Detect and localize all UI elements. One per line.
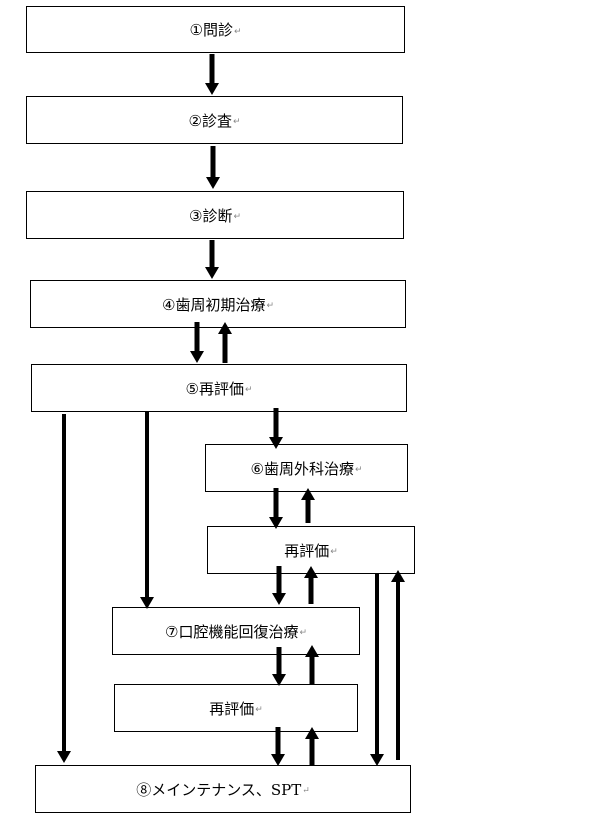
node-reevaluation-5: ⑤再評価↵ xyxy=(31,364,407,412)
arrow-shaft xyxy=(62,414,66,751)
arrow-shaft xyxy=(209,240,215,267)
arrow-interview-to-examination xyxy=(205,54,219,95)
paragraph-mark-icon: ↵ xyxy=(354,465,363,475)
arrow-reevaluation-to-surgery-back xyxy=(301,488,315,523)
arrow-reevaluation6-to-oral-function xyxy=(272,566,286,605)
arrow-head-icon xyxy=(272,674,286,686)
arrow-diagnosis-to-initial-therapy xyxy=(205,240,219,279)
node-reevaluation-7: 再評価↵ xyxy=(114,684,358,732)
paragraph-mark-icon: ↵ xyxy=(244,385,253,395)
arrow-head-icon xyxy=(269,517,283,529)
arrow-shaft xyxy=(305,500,311,523)
arrow-shaft xyxy=(276,647,282,674)
arrow-head-icon xyxy=(269,437,283,449)
paragraph-mark-icon: ↵ xyxy=(233,212,241,222)
paragraph-mark-icon: ↵ xyxy=(232,117,241,127)
arrow-head-icon xyxy=(391,570,405,582)
paragraph-mark-icon: ↵ xyxy=(299,628,307,638)
arrow-head-icon xyxy=(205,83,219,95)
arrow-examination-to-diagnosis xyxy=(206,146,220,189)
node-label: ⑥歯周外科治療 xyxy=(250,459,354,478)
arrow-reevaluation-to-maintenance xyxy=(57,414,71,763)
arrow-shaft xyxy=(273,408,279,437)
arrow-shaft xyxy=(308,578,314,604)
arrow-shaft xyxy=(275,727,281,754)
node-examination: ②診査↵ xyxy=(26,96,403,144)
arrow-head-icon xyxy=(304,566,318,578)
node-oral-function-rehabilitation: ⑦口腔機能回復治療↵ xyxy=(112,607,360,655)
arrow-initial-therapy-to-reevaluation xyxy=(190,322,204,363)
arrow-head-icon xyxy=(57,751,71,763)
arrow-reevaluation7-to-oral-function xyxy=(305,645,319,684)
node-label: ④歯周初期治療 xyxy=(162,295,266,314)
arrow-head-icon xyxy=(205,267,219,279)
arrow-head-icon xyxy=(272,593,286,605)
arrow-head-icon xyxy=(140,597,154,609)
arrow-reevaluation6-to-maintenance xyxy=(370,574,384,766)
arrow-maintenance-to-reevaluation7 xyxy=(305,727,319,766)
node-label: ⑤再評価 xyxy=(185,379,244,398)
node-label: ⑧メインテナンス、SPT xyxy=(136,780,302,799)
arrow-shaft xyxy=(276,566,282,593)
paragraph-mark-icon: ↵ xyxy=(302,786,310,796)
arrow-reevaluation-to-oral-function xyxy=(140,412,154,609)
arrow-shaft xyxy=(145,412,149,597)
arrow-reevaluation-to-initial-therapy xyxy=(218,322,232,363)
node-maintenance-spt: ⑧メインテナンス、SPT↵ xyxy=(35,765,411,813)
arrow-shaft xyxy=(396,582,400,760)
arrow-reevaluation-to-surgery xyxy=(269,408,283,449)
paragraph-mark-icon: ↵ xyxy=(233,26,242,37)
node-periodontal-surgery: ⑥歯周外科治療↵ xyxy=(205,444,408,492)
node-label: 再評価 xyxy=(209,699,255,718)
arrow-head-icon xyxy=(271,754,285,766)
arrow-head-icon xyxy=(190,351,204,363)
node-initial-periodontal-therapy: ④歯周初期治療↵ xyxy=(30,280,406,328)
node-label: ③診断 xyxy=(189,206,233,225)
arrow-oral-function-to-reevaluation6 xyxy=(304,566,318,604)
paragraph-mark-icon: ↵ xyxy=(330,547,338,557)
arrow-head-icon xyxy=(370,754,384,766)
node-label: 再評価 xyxy=(284,541,330,560)
arrow-shaft xyxy=(222,334,228,363)
paragraph-mark-icon: ↵ xyxy=(255,705,263,715)
arrow-surgery-to-reevaluation xyxy=(269,488,283,529)
arrow-head-icon xyxy=(301,488,315,500)
arrow-reevaluation7-to-maintenance xyxy=(271,727,285,766)
node-label: ②診査 xyxy=(188,111,232,130)
node-diagnosis: ③診断↵ xyxy=(26,191,404,239)
arrow-shaft xyxy=(194,322,200,351)
arrow-shaft xyxy=(209,54,215,83)
node-interview: ①問診↵ xyxy=(26,6,405,53)
arrow-shaft xyxy=(375,574,379,754)
arrow-shaft xyxy=(210,146,216,177)
paragraph-mark-icon: ↵ xyxy=(266,301,274,311)
arrow-head-icon xyxy=(218,322,232,334)
arrow-oral-function-to-reevaluation7 xyxy=(272,647,286,686)
arrow-shaft xyxy=(309,657,315,684)
arrow-maintenance-to-reevaluation6 xyxy=(391,570,405,760)
arrow-shaft xyxy=(309,739,315,766)
arrow-head-icon xyxy=(206,177,220,189)
node-label: ①問診 xyxy=(189,21,233,39)
node-label: ⑦口腔機能回復治療 xyxy=(165,622,299,641)
arrow-head-icon xyxy=(305,645,319,657)
arrow-shaft xyxy=(273,488,279,517)
arrow-head-icon xyxy=(305,727,319,739)
